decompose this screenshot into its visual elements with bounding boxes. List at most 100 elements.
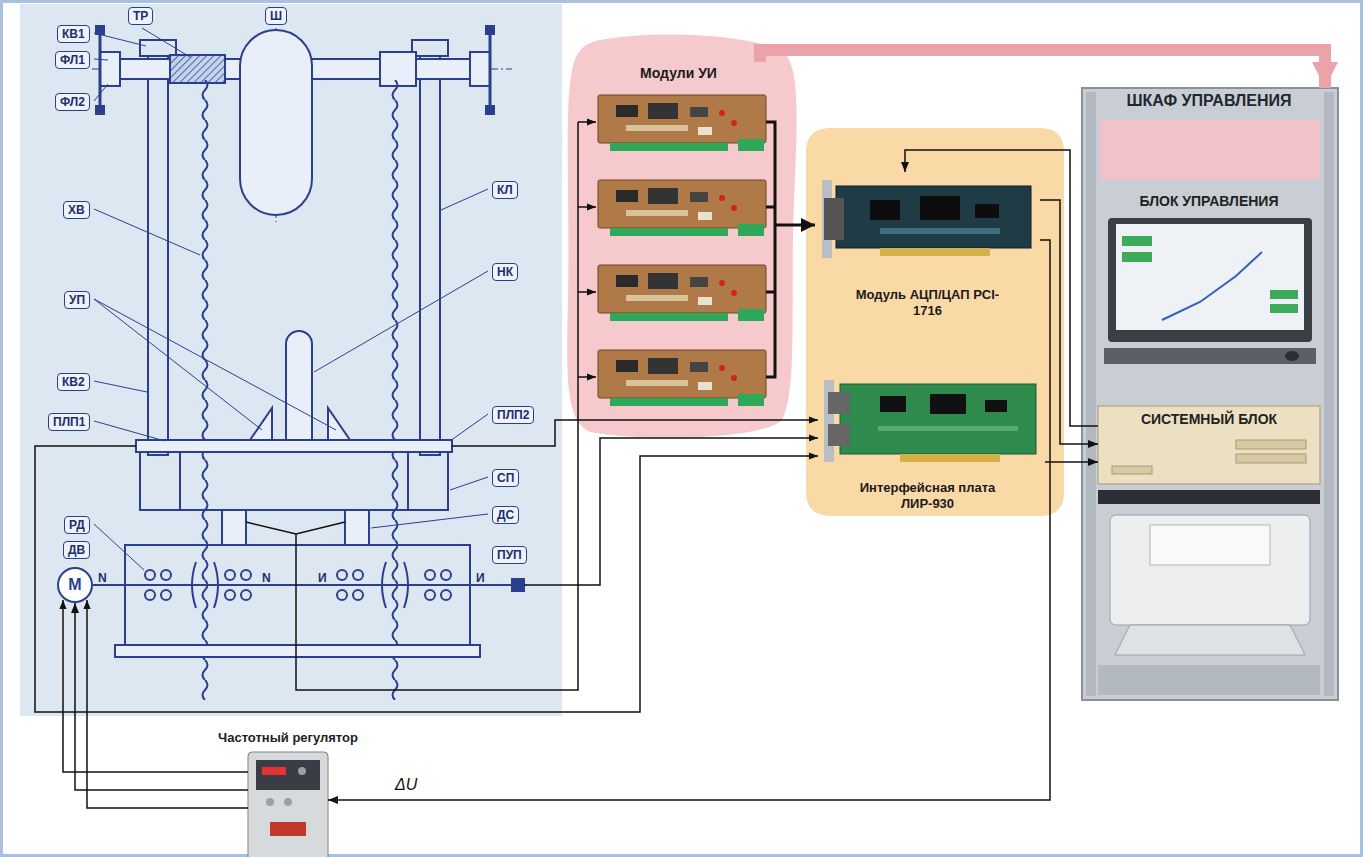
callout-label: ПЛП2 — [492, 406, 534, 424]
leader-line — [450, 477, 488, 490]
screen-field — [1122, 252, 1152, 262]
screen-graph — [1162, 252, 1262, 320]
pole-letter: N — [98, 571, 107, 585]
signal-wire — [524, 438, 818, 585]
printer-tray — [1115, 625, 1305, 655]
control-unit: БЛОК УПРАВЛЕНИЯ — [1098, 186, 1320, 212]
bearing — [161, 590, 171, 600]
bearing — [241, 570, 251, 580]
chip — [920, 196, 960, 220]
modules-region — [567, 35, 796, 438]
bearing — [337, 570, 347, 580]
signal-connector — [75, 603, 248, 790]
printer — [1110, 515, 1310, 625]
label-holder: РД — [64, 515, 90, 534]
card-connector — [824, 198, 844, 240]
position-sensor — [512, 579, 524, 591]
label-holder: ΔU — [395, 776, 417, 794]
label-holder: ХВ — [63, 200, 90, 219]
screen-field — [1270, 290, 1298, 299]
keyboard-tray — [1104, 348, 1316, 364]
leader-line — [94, 33, 146, 46]
cabinet-heading: ШКАФ УПРАВЛЕНИЯ — [1127, 92, 1292, 110]
signal-wire — [35, 446, 818, 712]
leader-line — [94, 59, 108, 60]
label-holder: ФЛ1 — [55, 50, 90, 69]
callout-label: КВ1 — [57, 25, 90, 43]
drive-bay — [1236, 440, 1306, 449]
bearing — [161, 570, 171, 580]
unit-title: БЛОК УПРАВЛЕНИЯ — [1139, 193, 1278, 209]
callout-label: НК — [492, 263, 518, 281]
chip — [985, 400, 1007, 412]
encoder-card — [824, 380, 1036, 462]
converter-button — [284, 798, 292, 806]
handwheel-knob — [486, 106, 494, 114]
label-holder: ПУП — [492, 545, 527, 564]
interface-board: Интерфейсная плата ЛИР-930 — [810, 370, 1045, 515]
spindle-body — [240, 30, 312, 215]
lead-screw — [200, 80, 210, 700]
label-holder: И — [476, 568, 485, 586]
frequency-converter: Частотный регулятор — [248, 752, 328, 857]
screen-field — [1122, 236, 1152, 246]
drive-bay — [1112, 466, 1152, 474]
chip — [975, 204, 999, 218]
cabinet-rail — [1086, 92, 1096, 696]
load-tip — [286, 331, 312, 440]
handwheel — [489, 30, 492, 110]
chip — [870, 200, 900, 220]
pole-letter: И — [318, 571, 327, 585]
leader-line — [94, 381, 147, 392]
flange — [100, 52, 120, 86]
slide-table-rib — [407, 452, 409, 510]
signal-wire — [578, 121, 596, 123]
signal-wire — [578, 291, 596, 293]
label-holder: ДВ — [63, 540, 90, 559]
movable-plate — [136, 440, 452, 452]
callout-label: ПЛП1 — [48, 413, 90, 431]
cabinet-rail — [1324, 92, 1334, 696]
column-cap — [140, 40, 176, 56]
trace — [878, 426, 1018, 431]
label-holder: N — [98, 568, 107, 586]
bearing — [225, 590, 235, 600]
data-flow-arrow — [760, 50, 1325, 88]
converter-body — [248, 752, 328, 857]
trace — [880, 228, 1000, 234]
module-card — [598, 265, 766, 321]
leader-line — [94, 299, 336, 430]
callout-label: ДС — [492, 506, 519, 524]
bearing — [353, 570, 363, 580]
drive-bay — [1236, 454, 1306, 463]
leader-line — [450, 414, 488, 441]
label-holder: ПЛП1 — [48, 412, 90, 431]
label-holder: Ш — [265, 6, 287, 25]
card-fingers — [880, 248, 990, 256]
monitor-screen — [1116, 224, 1304, 330]
callout-label: РД — [64, 516, 90, 534]
callout-label: УП — [64, 291, 90, 309]
slide-table-rib — [179, 452, 181, 510]
label-holder: СП — [492, 468, 519, 487]
drive-shaft — [93, 584, 512, 586]
handwheel — [99, 30, 102, 110]
column-cap — [412, 40, 448, 56]
label-holder: N — [262, 568, 271, 586]
label-holder: НК — [492, 262, 518, 281]
label-holder: ТР — [128, 6, 153, 25]
bearing — [441, 570, 451, 580]
module-group: Модули УИ — [572, 62, 785, 430]
signal-wire — [246, 122, 578, 690]
leader-line — [94, 524, 144, 570]
pole-letter: И — [476, 571, 485, 585]
handwheel-knob — [486, 26, 494, 34]
test-stand-drawing — [92, 26, 524, 700]
leader-lines — [94, 28, 488, 570]
group-heading: Модули УИ — [640, 65, 717, 81]
mouse — [1285, 351, 1299, 361]
